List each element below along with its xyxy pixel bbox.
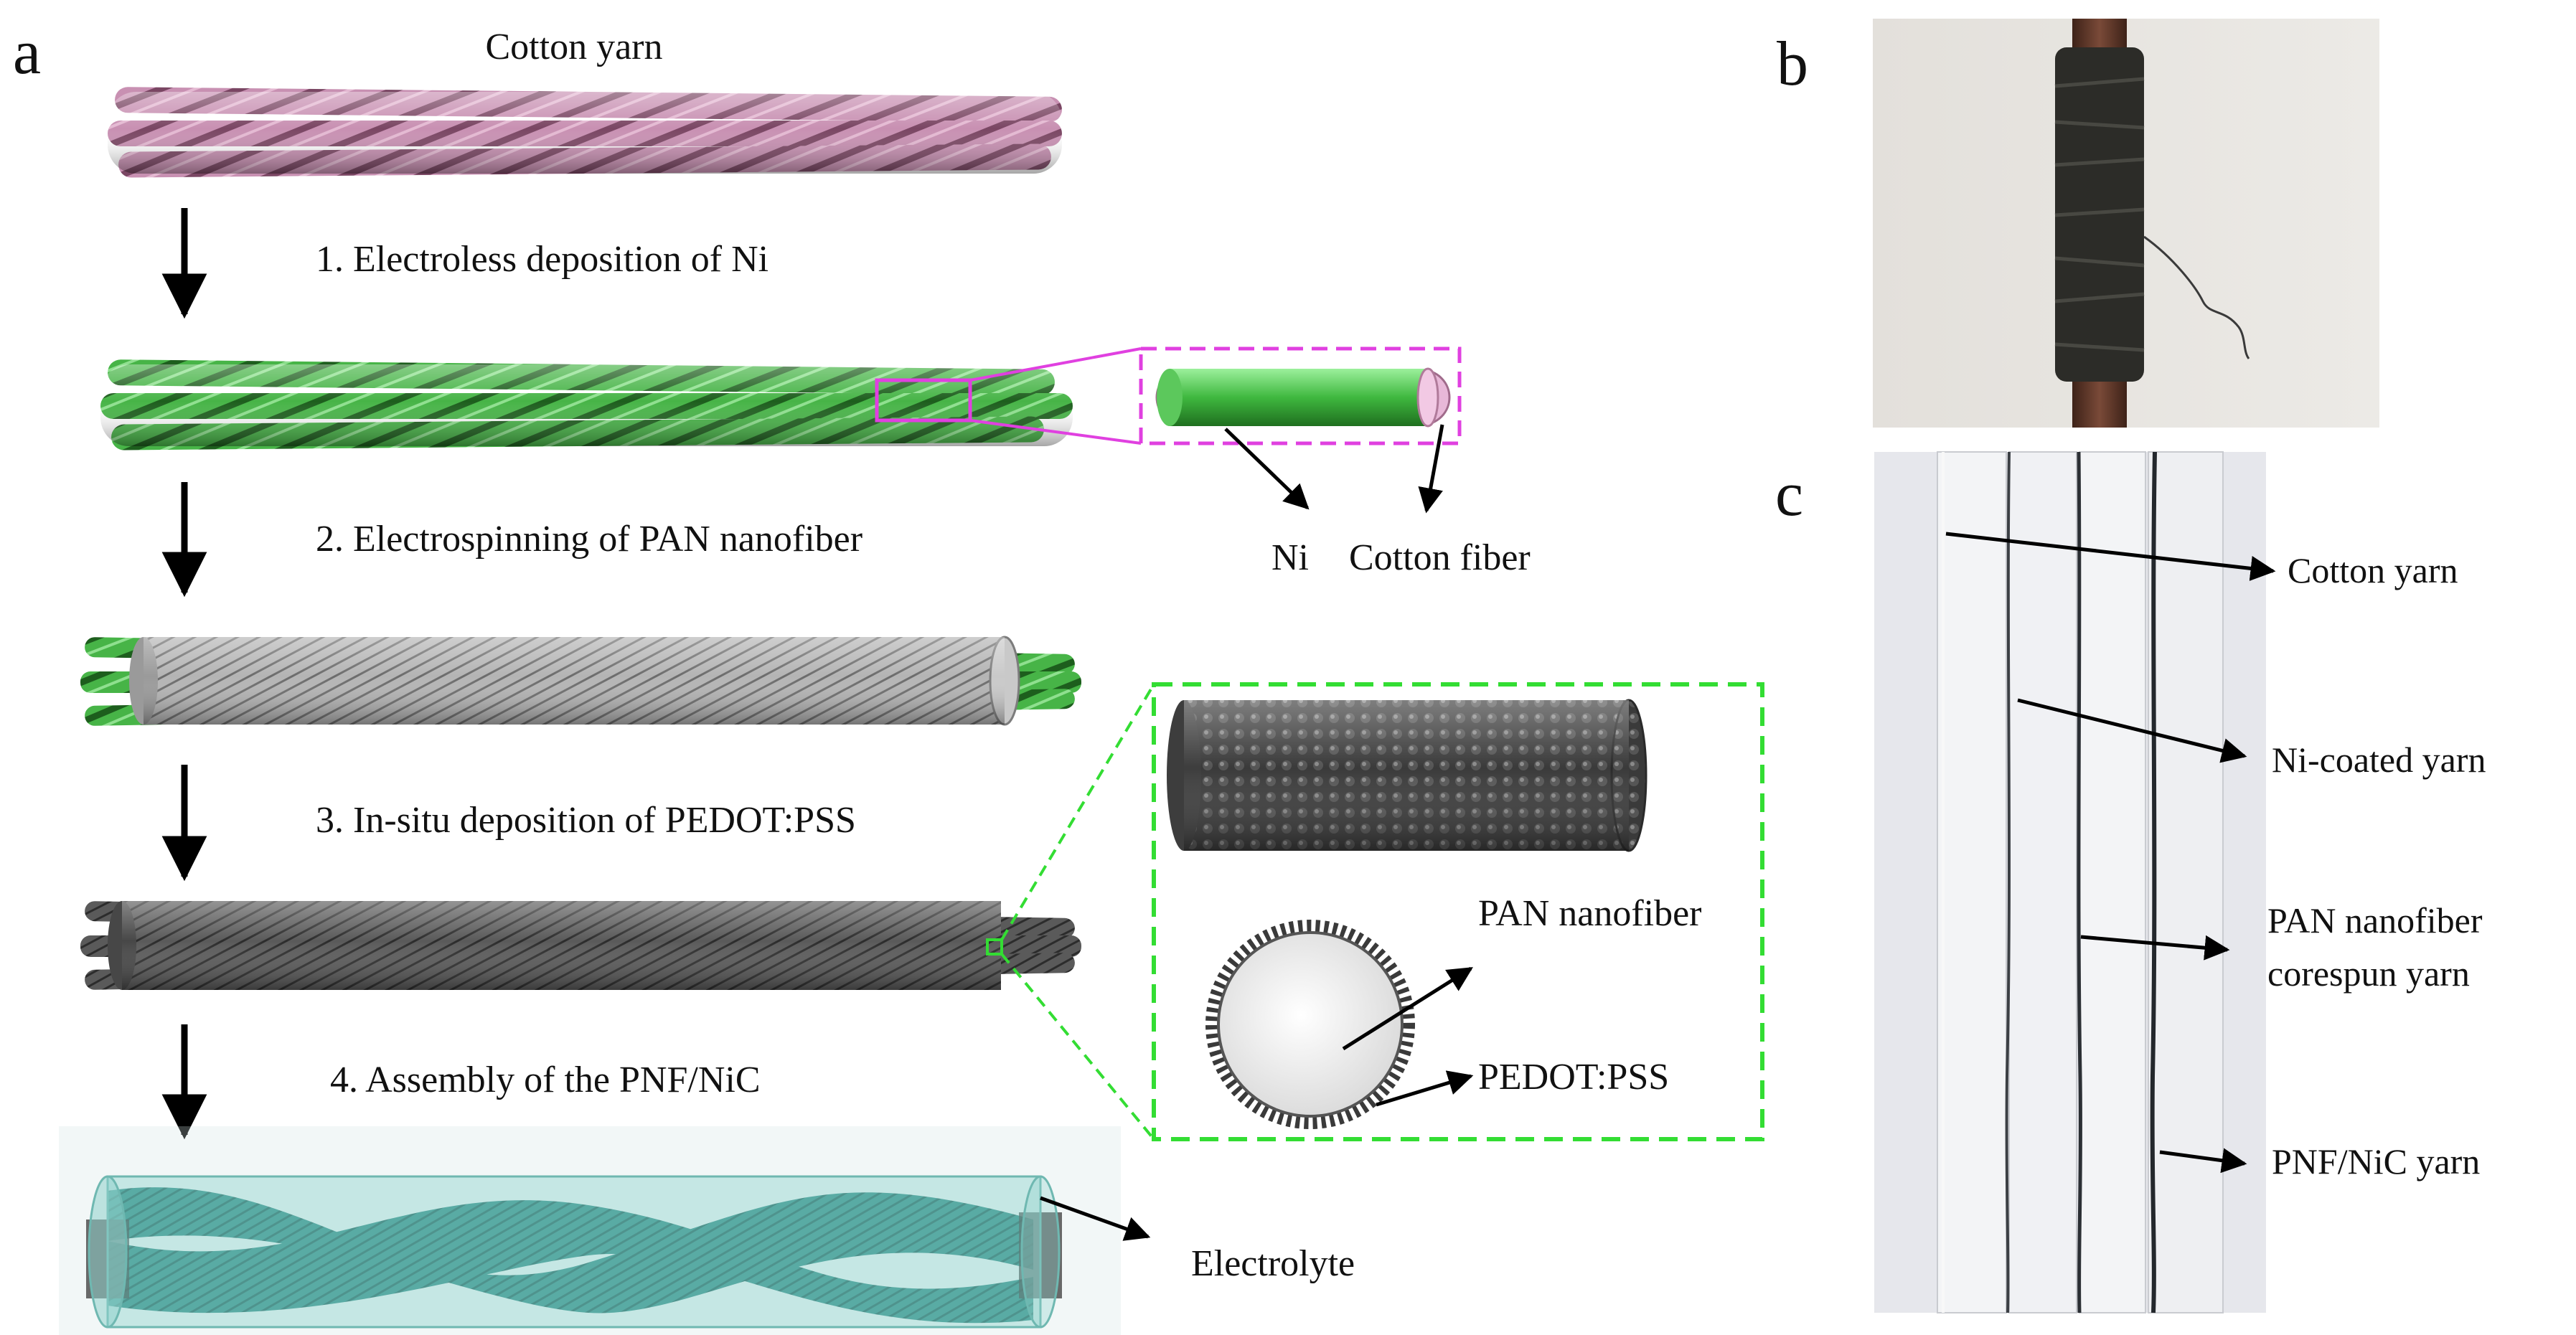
zoom-guide-line [969,347,1142,382]
pan-nanofiber-side-view [1167,699,1647,852]
zoom-source-box-green [986,938,1003,956]
ni-coated-yarn-label: Ni-coated yarn [2272,740,2486,780]
loose-yarn-end [2143,235,2250,359]
panel-c-letter: c [1775,460,1803,529]
panel-a: a Cotton yarn 1. Electroless deposition … [13,18,1764,1335]
pan-corespun-label-line2: corespun yarn [2267,953,2470,994]
pan-corespun-label-line1: PAN nanofiber [2267,900,2483,940]
zoom-guide-line [1000,683,1155,941]
cotton-fiber-pointer-arrow [1418,424,1444,514]
zoom-inset-green [1152,682,1764,1141]
electrolyte-cylinder [106,1175,1042,1329]
pan-corespun-pointer-arrow [2080,935,2230,961]
zoom-source-box-magenta [875,378,972,423]
pedot-pss-label: PEDOT:PSS [1478,1057,1669,1098]
panel-c: c Cotton yarn Ni-coated yarn PAN nanofib… [1775,451,2486,1313]
electrolyte-pointer-arrow [1040,1196,1151,1241]
ni-coated-pointer-arrow [2017,698,2247,763]
photo-yarn-comparison [1874,451,2266,1313]
step-1-label: 1. Electroless deposition of Ni [316,239,768,280]
cotton-yarn-illustration [108,87,1062,178]
ni-coated-yarn-strand [2005,451,2011,1313]
cotton-core-end [1416,367,1439,428]
pan-nanofiber-pointer-arrow [1342,966,1473,1051]
pan-nanofiber-cross-section [1205,920,1415,1129]
pan-wrapped-yarn-illustration [80,636,1081,726]
ni-coating-cylinder [1170,369,1428,426]
panel-a-letter: a [13,18,41,88]
pedot-coated-yarn-illustration [80,901,1081,990]
pnf-nic-yarn-label: PNF/NiC yarn [2272,1141,2480,1181]
pan-core [1217,931,1404,1118]
photo-wound-yarn [1873,19,2379,428]
ni-pointer-arrow [1224,428,1310,510]
cotton-yarn-label: Cotton yarn [2288,550,2458,590]
ni-coated-fiber-inset [1155,367,1451,428]
cotton-yarn-title: Cotton yarn [486,27,663,67]
electrolyte-label: Electrolyte [1191,1243,1355,1284]
zoom-inset-magenta [1139,346,1462,445]
cotton-fiber-label: Cotton fiber [1349,537,1531,578]
panel-b-letter: b [1777,29,1808,99]
pan-corespun-yarn-strand [2077,451,2082,1313]
step-4-label: 4. Assembly of the PNF/NiC [330,1060,761,1100]
pan-nanofiber-label: PAN nanofiber [1478,893,1702,934]
pnf-nic-yarn-strand [2150,451,2157,1313]
panel-b: b [1777,19,2379,428]
step-2-label: 2. Electrospinning of PAN nanofiber [316,519,862,560]
ni-coated-yarn-illustration [100,359,1073,450]
ni-label: Ni [1271,537,1309,578]
cotton-yarn-pointer-arrow [1945,532,2276,581]
pedot-pointer-arrow [1376,1070,1474,1107]
step-3-label: 3. In-situ deposition of PEDOT:PSS [316,800,856,841]
zoom-guide-line [1000,953,1155,1141]
pnf-nic-pointer-arrow [2159,1148,2247,1174]
zoom-guide-line [969,419,1142,445]
